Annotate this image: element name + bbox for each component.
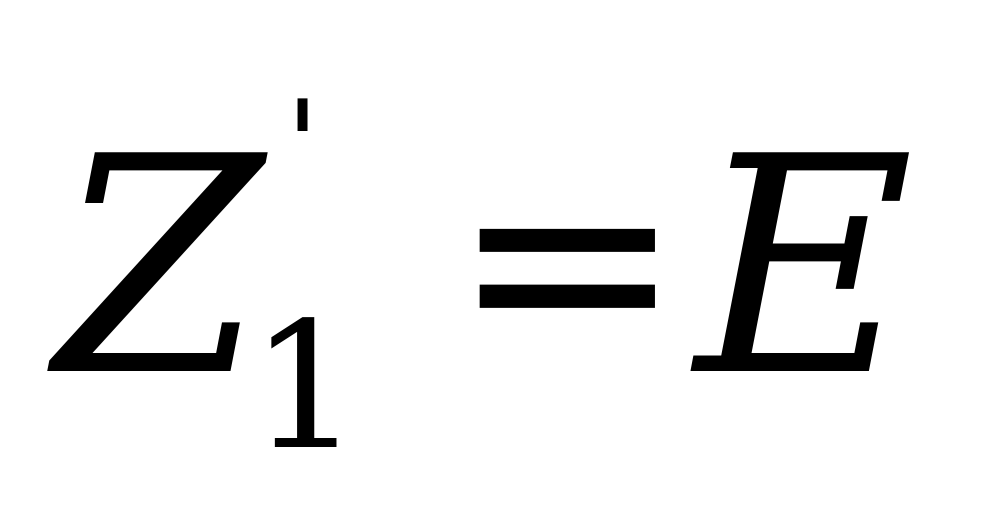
variable-z: Z: [55, 93, 264, 442]
prime-mark: ': [286, 76, 319, 215]
equals-sign: =: [450, 97, 685, 423]
variable-e: E: [695, 93, 914, 442]
subscript-one: 1: [250, 286, 362, 489]
